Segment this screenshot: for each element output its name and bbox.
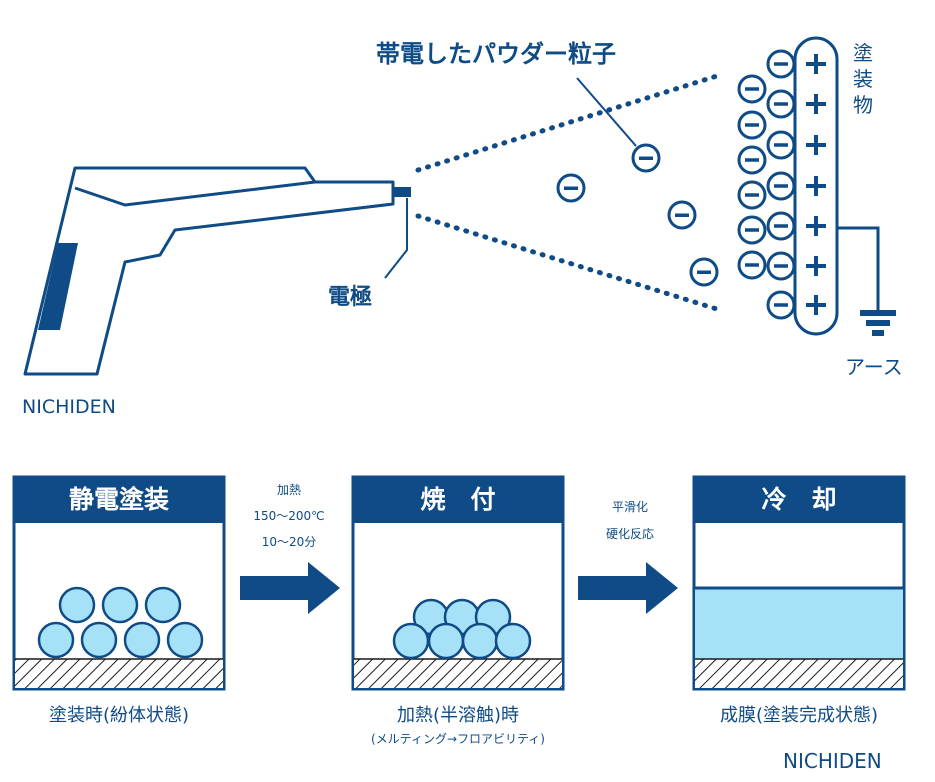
- particle-negative: [667, 200, 697, 230]
- brand-bottom: NICHIDEN: [783, 749, 882, 773]
- plus-sign: [806, 135, 826, 155]
- electrode-tip: [393, 187, 411, 197]
- cured-film: [695, 588, 903, 659]
- earth-wire: [837, 226, 880, 310]
- charged-powder-label: 帯電したパウダー粒子: [376, 40, 616, 68]
- spray-gun-grip: [38, 243, 78, 330]
- powder-leader-line: [576, 77, 637, 147]
- spray-cone-lower: [415, 213, 723, 313]
- electrode-label: 電極: [328, 284, 372, 310]
- arrow-2-line-2: 硬化反応: [606, 527, 654, 541]
- particle-negative: [766, 251, 796, 281]
- stage-title: 静電塗装: [69, 485, 169, 514]
- particle-negative: [689, 257, 719, 287]
- particle-negative: [737, 145, 767, 175]
- stage-title-bar: [694, 477, 904, 523]
- stage-title-bar: [353, 477, 563, 523]
- particle-negative: [737, 250, 767, 280]
- workpiece-label-2: 装: [853, 67, 873, 91]
- stage-baking: 焼 付 加熱(半溶触)時 (メルティング→フロアビリティ): [351, 475, 565, 746]
- plus-sign: [806, 176, 826, 196]
- substrate: [695, 659, 903, 688]
- plus-sign: [806, 94, 826, 114]
- melting-particles: [392, 598, 532, 660]
- spray-gun-icon: [23, 166, 395, 376]
- stage-title: 冷 却: [761, 485, 836, 514]
- stage-cooling: 冷 却 成膜(塗装完成状態): [692, 475, 906, 726]
- arrow-1-line-2: 150〜200℃: [253, 509, 324, 523]
- particle-negative: [737, 215, 767, 245]
- adhered-particles: [737, 49, 796, 320]
- process-section: 静電塗装 塗装時(紛体状態) 加熱 150〜200℃ 10〜20分: [12, 475, 906, 773]
- particle-negative: [766, 89, 796, 119]
- earth-label: アース: [845, 355, 903, 379]
- particle-negative: [766, 290, 796, 320]
- particle-negative: [737, 180, 767, 210]
- workpiece-plus-signs: [806, 54, 826, 315]
- arrow-2-line-1: 平滑化: [612, 500, 648, 514]
- particle-negative: [766, 49, 796, 79]
- arrow-right-icon: [240, 562, 340, 614]
- particle-negative: [556, 173, 586, 203]
- stage-title-bar: [14, 477, 224, 523]
- electrode-leader-line: [384, 198, 408, 279]
- arrow-1-line-1: 加熱: [277, 483, 301, 497]
- particle-negative: [737, 74, 767, 104]
- stage-title: 焼 付: [420, 485, 495, 514]
- particle-negative: [766, 171, 796, 201]
- process-arrow-1: 加熱 150〜200℃ 10〜20分: [240, 483, 340, 614]
- plus-sign: [806, 54, 826, 74]
- arrow-1-line-3: 10〜20分: [262, 535, 317, 549]
- substrate: [15, 659, 223, 688]
- plus-sign: [806, 295, 826, 315]
- particle-negative: [766, 130, 796, 160]
- particle-negative: [631, 143, 661, 173]
- arrow-right-icon: [578, 562, 678, 614]
- stage-caption: 加熱(半溶触)時: [397, 705, 519, 726]
- powder-particles: [37, 586, 204, 659]
- brand-top: NICHIDEN: [22, 396, 116, 418]
- stage-caption: 塗装時(紛体状態): [49, 704, 189, 726]
- spray-gun-lip: [74, 180, 316, 207]
- workpiece-label-3: 物: [853, 93, 873, 117]
- process-arrow-2: 平滑化 硬化反応: [578, 500, 678, 614]
- flying-particles: [556, 143, 719, 287]
- substrate: [354, 659, 562, 688]
- spray-gun-section: 電極 帯電したパウダー粒子: [22, 36, 903, 418]
- particle-negative: [737, 110, 767, 140]
- earth-icon: [860, 310, 896, 336]
- workpiece-label-1: 塗: [853, 41, 873, 65]
- stage-subcaption: (メルティング→フロアビリティ): [371, 732, 545, 746]
- spray-cone-upper: [415, 72, 723, 173]
- plus-sign: [806, 256, 826, 276]
- particle-negative: [766, 211, 796, 241]
- plus-sign: [806, 216, 826, 236]
- stage-electrostatic-coating: 静電塗装 塗装時(紛体状態): [12, 475, 226, 726]
- stage-caption: 成膜(塗装完成状態): [720, 704, 878, 726]
